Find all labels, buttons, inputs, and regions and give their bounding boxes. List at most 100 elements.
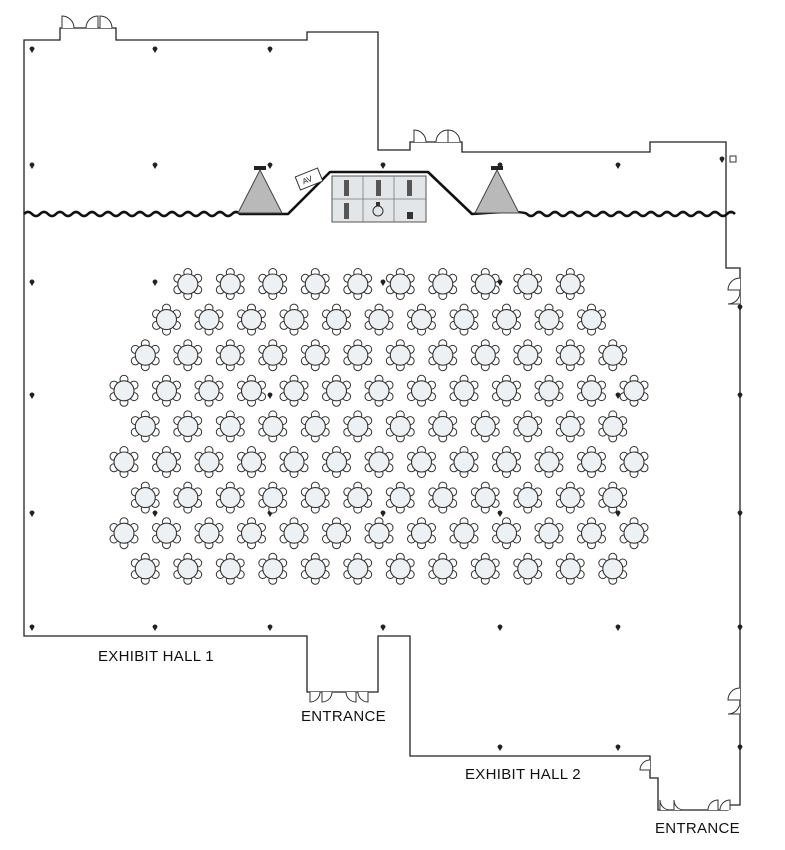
table-top	[262, 415, 284, 437]
round-table	[598, 410, 628, 443]
table-top	[134, 487, 156, 509]
table-top	[623, 451, 645, 473]
table-top	[474, 415, 496, 437]
table-top	[177, 273, 199, 295]
table-top	[538, 451, 560, 473]
power-outlet-icon	[152, 510, 158, 517]
round-table	[513, 552, 543, 585]
round-table	[513, 481, 543, 514]
table-top	[304, 273, 326, 295]
round-table	[258, 481, 288, 514]
round-table	[577, 374, 606, 407]
round-table	[258, 552, 288, 585]
power-outlet-icon	[380, 510, 386, 517]
table-top	[325, 451, 348, 473]
power-outlet-icon	[29, 162, 35, 169]
power-outlet-icon	[267, 162, 273, 169]
round-table	[279, 303, 309, 336]
table-top	[623, 522, 645, 544]
round-table	[428, 481, 458, 514]
table-top	[113, 451, 135, 473]
table-top	[410, 309, 433, 331]
table-top	[198, 309, 220, 331]
table-top	[347, 273, 369, 295]
table-top	[432, 273, 454, 295]
table-top	[304, 344, 326, 366]
round-table	[237, 517, 266, 550]
round-table	[130, 410, 160, 443]
table-top	[517, 558, 539, 580]
table-top	[155, 309, 178, 331]
table-top	[602, 415, 624, 437]
power-outlet-icon	[615, 392, 621, 399]
projection-screen-icon	[474, 168, 520, 214]
table-top	[347, 487, 369, 509]
table-top	[602, 487, 624, 509]
table-top	[219, 273, 241, 295]
table-top	[219, 558, 241, 580]
round-table	[237, 374, 266, 407]
round-table	[343, 268, 373, 300]
round-table	[407, 517, 436, 550]
table-top	[453, 451, 475, 473]
table-top	[389, 344, 411, 366]
round-table	[470, 552, 500, 585]
round-table	[215, 481, 245, 514]
round-table	[492, 517, 521, 550]
round-table	[513, 410, 543, 443]
round-table	[598, 481, 628, 514]
table-top	[495, 522, 518, 544]
side-doors	[727, 155, 741, 715]
power-outlet-icon	[267, 392, 273, 399]
table-top	[198, 451, 220, 473]
round-table	[470, 481, 500, 514]
round-table	[173, 339, 203, 372]
table-top	[432, 487, 454, 509]
power-outlet-icon	[737, 624, 743, 631]
table-top	[602, 344, 624, 366]
round-table	[237, 303, 266, 336]
round-table	[555, 552, 585, 585]
round-table	[194, 303, 224, 336]
table-top	[368, 380, 390, 402]
round-table	[279, 374, 309, 407]
power-outlet-icon	[497, 279, 503, 286]
table-top	[389, 273, 411, 295]
power-outlet-icon	[152, 46, 158, 53]
power-outlet-icon	[737, 392, 743, 399]
table-top	[453, 380, 475, 402]
table-top	[177, 415, 199, 437]
round-table	[322, 446, 351, 478]
round-table	[300, 339, 330, 372]
table-top	[410, 380, 433, 402]
entrance-main-label: ENTRANCE	[301, 708, 386, 725]
table-top	[155, 451, 178, 473]
table-top	[559, 344, 581, 366]
table-top	[495, 380, 518, 402]
exhibit-hall-2-label: EXHIBIT HALL 2	[465, 766, 581, 783]
round-table	[258, 268, 288, 300]
table-top	[198, 522, 220, 544]
round-table	[215, 268, 245, 300]
table-top	[240, 522, 263, 544]
round-table	[173, 268, 203, 300]
round-table	[322, 303, 351, 336]
round-table	[555, 268, 585, 300]
round-table	[619, 517, 649, 550]
round-table	[109, 374, 139, 407]
table-top	[155, 522, 178, 544]
table-top	[155, 380, 178, 402]
table-top	[389, 558, 411, 580]
table-top	[474, 487, 496, 509]
round-table	[449, 446, 479, 478]
round-table	[215, 552, 245, 585]
table-top	[410, 451, 433, 473]
table-top	[134, 344, 156, 366]
building-walls	[23, 27, 741, 811]
table-top	[134, 558, 156, 580]
power-outlet-icon	[152, 624, 158, 631]
round-table	[364, 446, 394, 478]
table-top	[283, 380, 305, 402]
power-outlet-icon	[615, 624, 621, 631]
power-outlets	[29, 46, 743, 751]
